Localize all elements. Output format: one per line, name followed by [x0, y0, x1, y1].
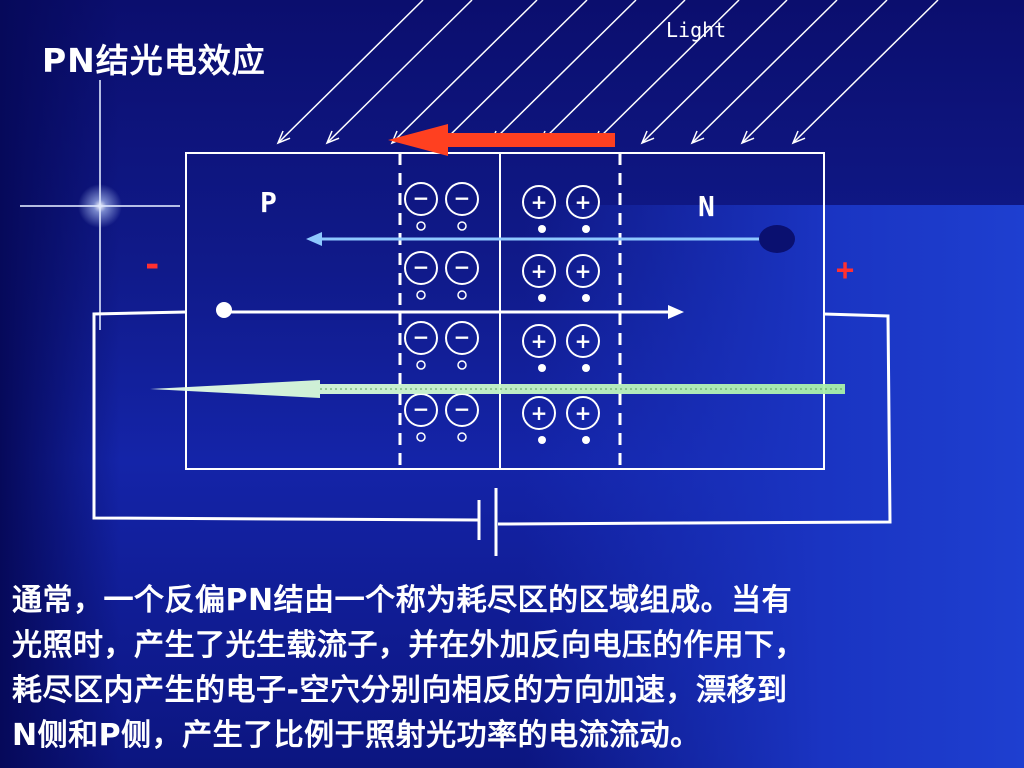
- caption-line-3: 耗尽区内产生的电子-空穴分别向相反的方向加速，漂移到: [12, 673, 788, 708]
- acceptor-ion: −: [445, 321, 479, 370]
- hole-dot: [457, 432, 467, 442]
- caption-line-4: N侧和P侧，产生了比例于照射光功率的电流流动。: [12, 718, 701, 753]
- hole-drift-arrow: [306, 225, 795, 253]
- acceptor-ion: −: [404, 182, 438, 231]
- light-ray: [640, 0, 788, 145]
- positive-terminal-sign: +: [836, 253, 854, 288]
- donor-ion: +: [566, 396, 600, 444]
- light-ray: [325, 0, 473, 145]
- caption-line-1: 通常，一个反偏PN结由一个称为耗尽区的区域组成。当有: [12, 583, 793, 618]
- ion-plus-sign: +: [575, 329, 592, 353]
- hole-dot: [416, 290, 426, 300]
- ion-plus-sign: +: [531, 259, 548, 283]
- light-rays: [276, 0, 939, 145]
- electron-drift-arrow: [216, 302, 684, 319]
- acceptor-ion: −: [445, 182, 479, 231]
- electron-dot: [538, 436, 546, 444]
- ion-minus-sign: −: [454, 325, 471, 349]
- p-region-label: P: [260, 186, 277, 219]
- acceptor-ion: −: [445, 393, 479, 442]
- hole-dot: [416, 360, 426, 370]
- ion-plus-sign: +: [531, 190, 548, 214]
- donor-ion: +: [522, 185, 556, 233]
- ion-minus-sign: −: [413, 325, 430, 349]
- donor-ion: +: [522, 324, 556, 372]
- light-ray: [740, 0, 888, 145]
- light-ray: [276, 0, 424, 145]
- hole-dot: [457, 221, 467, 231]
- ion-minus-sign: −: [413, 255, 430, 279]
- pn-block-outline: [185, 152, 825, 470]
- donor-ion: +: [522, 254, 556, 302]
- electron-dot: [582, 364, 590, 372]
- acceptor-ion: −: [445, 251, 479, 300]
- ion-minus-sign: −: [413, 186, 430, 210]
- electron-dot: [582, 225, 590, 233]
- photocurrent-arrow: [150, 380, 845, 398]
- battery-icon: [477, 488, 498, 556]
- hole-dot: [416, 221, 426, 231]
- ion-plus-sign: +: [575, 190, 592, 214]
- hole-dot: [457, 360, 467, 370]
- ion-plus-sign: +: [531, 401, 548, 425]
- electron-dot: [582, 294, 590, 302]
- drift-arrow: [388, 124, 615, 156]
- hole-dot: [416, 432, 426, 442]
- acceptor-ion: −: [404, 321, 438, 370]
- n-region-label: N: [698, 190, 715, 223]
- background-glow: [524, 205, 1024, 768]
- electron-dot: [538, 225, 546, 233]
- electron-dot: [582, 436, 590, 444]
- electron-dot: [538, 294, 546, 302]
- electron-dot: [538, 364, 546, 372]
- ion-minus-sign: −: [454, 397, 471, 421]
- hole-dot: [457, 290, 467, 300]
- page-title: PN结光电效应: [42, 41, 266, 80]
- external-circuit: [92, 310, 892, 526]
- caption-line-2: 光照时，产生了光生载流子，并在外加反向电压的作用下，: [12, 628, 805, 663]
- ion-plus-sign: +: [531, 329, 548, 353]
- ion-plus-sign: +: [575, 259, 592, 283]
- ion-minus-sign: −: [454, 255, 471, 279]
- donor-ion: +: [566, 185, 600, 233]
- light-label: Light: [666, 18, 726, 42]
- acceptor-ion: −: [404, 251, 438, 300]
- caption-paragraph: 通常，一个反偏PN结由一个称为耗尽区的区域组成。当有 光照时，产生了光生载流子，…: [12, 578, 1022, 758]
- ion-minus-sign: −: [413, 397, 430, 421]
- light-ray: [690, 0, 838, 145]
- donor-ion: +: [566, 324, 600, 372]
- sparkle-decoration: [20, 80, 180, 330]
- donor-ion: +: [522, 396, 556, 444]
- negative-terminal-sign: -: [142, 245, 162, 285]
- acceptor-ion: −: [404, 393, 438, 442]
- ion-plus-sign: +: [575, 401, 592, 425]
- donor-ion: +: [566, 254, 600, 302]
- ion-minus-sign: −: [454, 186, 471, 210]
- light-ray: [489, 0, 637, 145]
- ion-grid: −−++−−++−−++−−++: [404, 182, 600, 444]
- light-ray: [791, 0, 939, 145]
